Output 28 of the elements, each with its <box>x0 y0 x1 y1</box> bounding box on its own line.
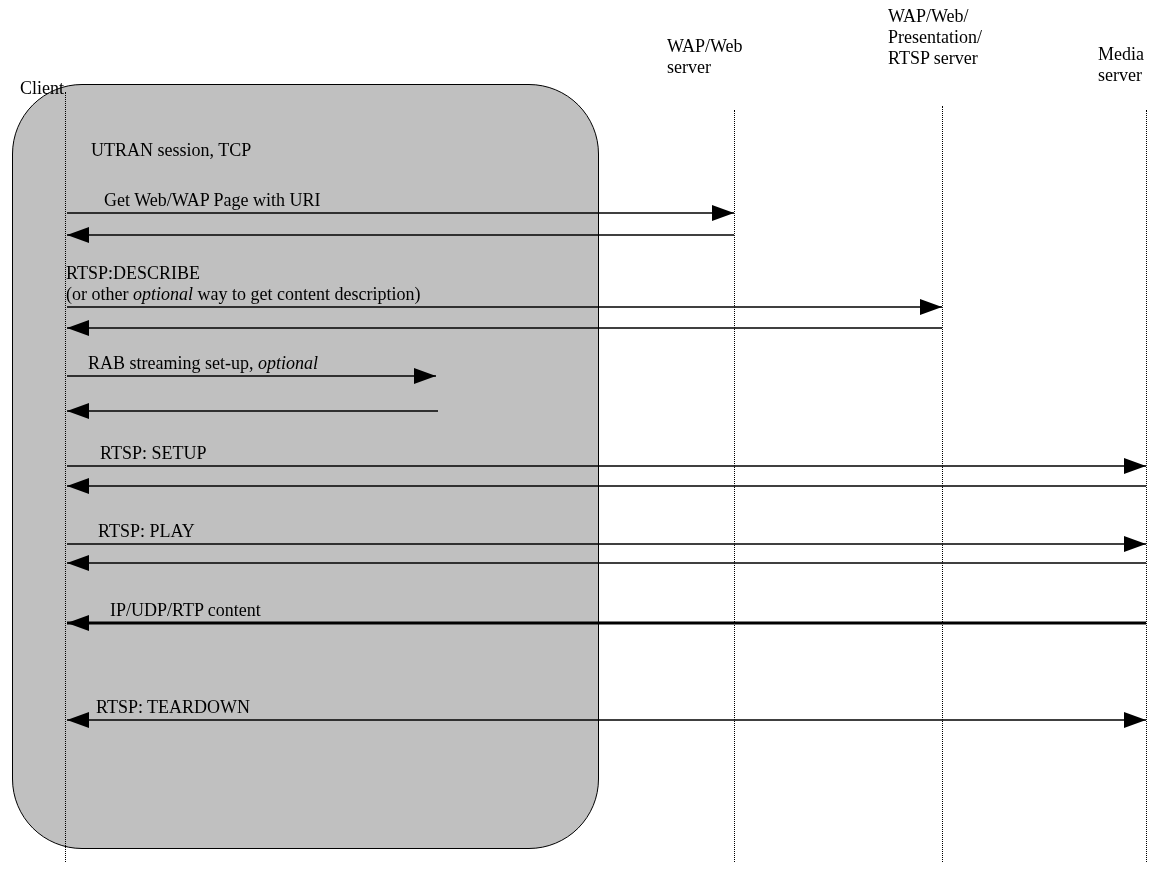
edge-label: RAB streaming set-up, optional <box>88 353 318 374</box>
lifeline <box>65 92 66 862</box>
edge-label: Get Web/WAP Page with URI <box>104 190 321 211</box>
message-arrow <box>66 712 1147 728</box>
participant-label: WAP/Web server <box>667 36 777 78</box>
message-arrow <box>66 205 735 221</box>
participant-label: Client <box>20 78 90 99</box>
message-arrow <box>66 320 943 336</box>
region-label: UTRAN session, TCP <box>91 140 252 161</box>
edge-label: RTSP: SETUP <box>100 443 207 464</box>
participant-label: Media server <box>1098 44 1168 86</box>
message-arrow <box>66 403 439 419</box>
message-arrow <box>66 368 437 384</box>
message-arrow <box>66 478 1147 494</box>
message-arrow <box>66 458 1147 474</box>
message-arrow <box>66 536 1147 552</box>
edge-label: RTSP: PLAY <box>98 521 195 542</box>
lifeline <box>1146 110 1147 862</box>
edge-label: RTSP: TEARDOWN <box>96 697 251 718</box>
message-arrow <box>66 227 735 243</box>
lifeline <box>734 110 735 862</box>
message-arrow <box>67 615 1146 631</box>
edge-label: RTSP:DESCRIBE (or other optional way to get content description) <box>66 263 421 305</box>
message-arrow <box>66 299 943 315</box>
lifeline <box>942 106 943 862</box>
participant-label: WAP/Web/ Presentation/ RTSP server <box>888 6 1004 69</box>
message-arrow <box>66 555 1147 571</box>
edge-label: IP/UDP/RTP content <box>110 600 261 621</box>
